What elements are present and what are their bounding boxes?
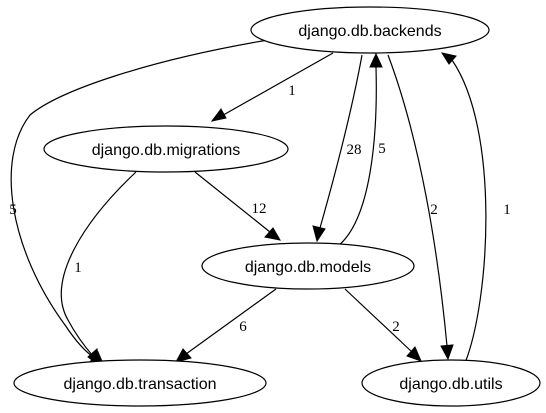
edge-models-transaction: 6	[175, 288, 277, 363]
edge-label: 2	[430, 202, 438, 218]
node-label: django.db.utils	[399, 376, 502, 393]
node-label: django.db.models	[245, 259, 371, 276]
node-label: django.db.transaction	[64, 376, 217, 393]
edge-label: 1	[74, 260, 82, 276]
edge-label: 6	[239, 319, 247, 335]
edge-backends-transaction: 5	[9, 39, 269, 367]
node-utils[interactable]: django.db.utils	[361, 359, 541, 407]
edge-backends-migrations: 1	[210, 52, 334, 122]
edge-models-backends: 5	[337, 52, 386, 247]
edge-utils-backends: 1	[440, 52, 511, 364]
node-label: django.db.migrations	[92, 142, 241, 159]
edge-label: 28	[347, 142, 362, 158]
edge-label: 5	[378, 141, 386, 157]
node-models[interactable]: django.db.models	[201, 242, 415, 290]
edge-backends-models: 28	[312, 54, 363, 243]
edge-label: 2	[392, 319, 400, 335]
edge-label: 1	[288, 83, 296, 99]
node-transaction[interactable]: django.db.transaction	[13, 359, 267, 407]
edge-models-utils: 2	[344, 288, 422, 362]
edge-migrations-models: 12	[194, 171, 281, 241]
node-backends[interactable]: django.db.backends	[250, 6, 490, 54]
edge-backends-utils: 2	[387, 54, 454, 361]
node-migrations[interactable]: django.db.migrations	[43, 125, 289, 173]
edge-migrations-transaction: 1	[60, 171, 137, 368]
edge-label: 12	[252, 201, 267, 217]
edge-label: 1	[503, 202, 511, 218]
node-label: django.db.backends	[298, 23, 441, 40]
edge-label: 5	[9, 202, 17, 218]
